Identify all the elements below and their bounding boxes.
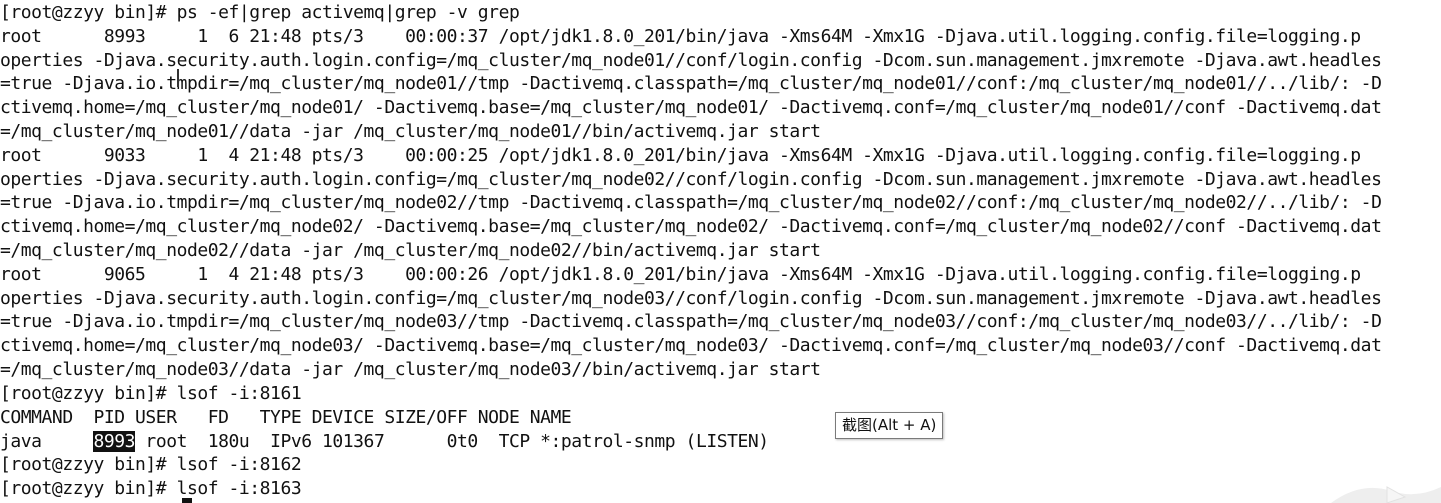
terminal-line: ctivemq.home=/mq_cluster/mq_node02/ -Dac… [0,216,1382,237]
lsof-result-line[interactable]: java 8993 root 180u IPv6 101367 0t0 TCP … [0,430,1441,453]
terminal-line: operties -Djava.security.auth.login.conf… [0,169,1382,190]
lsof-rest: root 180u IPv6 101367 0t0 TCP *:patrol-s… [135,431,769,452]
screenshot-tooltip: 截图(Alt + A) [835,412,944,439]
terminal-line: =true -Djava.io.tmpdir=/mq_cluster/mq_no… [0,73,1382,94]
terminal-line: ctivemq.home=/mq_cluster/mq_node01/ -Dac… [0,97,1382,118]
terminal-line: operties -Djava.security.auth.login.conf… [0,288,1382,309]
terminal-line: =/mq_cluster/mq_node03//data -jar /mq_cl… [0,359,821,380]
terminal-line: root 9065 1 4 21:48 pts/3 00:00:26 /opt/… [0,264,1361,285]
terminal-line: =/mq_cluster/mq_node02//data -jar /mq_cl… [0,240,821,261]
terminal-line: =/mq_cluster/mq_node01//data -jar /mq_cl… [0,121,821,142]
terminal-line: root 9033 1 4 21:48 pts/3 00:00:25 /opt/… [0,145,1361,166]
selected-pid[interactable]: 8993 [93,431,136,452]
terminal-line: operties -Djava.security.auth.login.conf… [0,50,1382,71]
terminal-line: [root@zzyy bin]# ps -ef|grep activemq|gr… [0,2,520,23]
terminal-prompt-line[interactable]: [root@zzyy bin]# lsof -i:8163 [0,478,302,499]
lsof-command: java [0,431,94,452]
terminal-line: [root@zzyy bin]# lsof -i:8161 [0,383,302,404]
watermark-logo-icon [1331,486,1441,503]
lsof-header-line: COMMAND PID USER FD TYPE DEVICE SIZE/OFF… [0,407,572,428]
terminal-line: ctivemq.home=/mq_cluster/mq_node03/ -Dac… [0,335,1382,356]
terminal-line: =true -Djava.io.tmpdir=/mq_cluster/mq_no… [0,311,1382,332]
terminal-line: [root@zzyy bin]# lsof -i:8162 [0,454,302,475]
terminal-line: root 8993 1 6 21:48 pts/3 00:00:37 /opt/… [0,26,1361,47]
text-cursor-icon [177,69,179,87]
terminal-line: =true -Djava.io.tmpdir=/mq_cluster/mq_no… [0,192,1382,213]
terminal-cursor [182,498,192,503]
